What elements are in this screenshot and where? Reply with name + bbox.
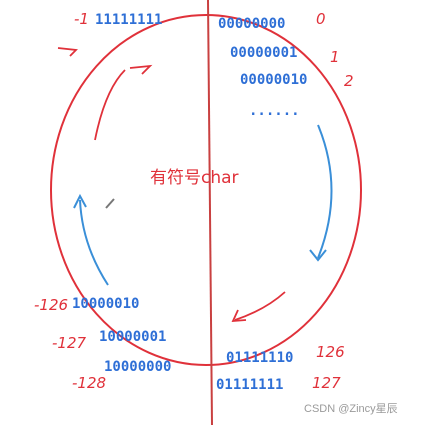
center-label: 有符号char xyxy=(150,168,239,188)
decimal-1: 1 xyxy=(330,48,340,66)
decimal-126: 126 xyxy=(316,343,345,361)
watermark: CSDN @Zincy星辰 xyxy=(304,402,398,415)
red-arrow-top-left-head xyxy=(129,64,153,75)
decimal-minus-128: -128 xyxy=(72,374,106,392)
red-arrow-bottom-head xyxy=(231,309,247,323)
decimal-minus-126: -126 xyxy=(34,296,68,314)
arrow-left-down xyxy=(79,199,109,286)
arrow-right-down xyxy=(317,124,333,259)
decimal-2: 2 xyxy=(344,72,354,90)
red-arrow-bottom xyxy=(234,291,286,321)
decimal-minus-1: -1 xyxy=(74,10,89,28)
binary-one: 00000001 xyxy=(230,45,297,61)
arrow-left-down-head xyxy=(73,193,87,209)
pencil-mark xyxy=(105,198,115,209)
binary-ellipsis: ...... xyxy=(249,103,300,119)
binary-127: 01111111 xyxy=(216,377,283,393)
binary-zero: 00000000 xyxy=(218,16,285,32)
binary-minus-128: 10000000 xyxy=(104,359,171,375)
binary-minus-127: 10000001 xyxy=(99,329,166,345)
binary-minus-126: 10000010 xyxy=(72,296,139,312)
binary-top-left: 11111111 xyxy=(95,12,162,28)
decimal-0: 0 xyxy=(316,10,326,28)
red-arrow-top-left xyxy=(94,69,126,141)
binary-two: 00000010 xyxy=(240,72,307,88)
vertical-divider xyxy=(207,0,213,425)
red-dash-left xyxy=(57,47,78,57)
binary-126: 01111110 xyxy=(226,350,293,366)
decimal-127: 127 xyxy=(312,374,341,392)
value-circle xyxy=(50,14,362,366)
arrow-right-down-head xyxy=(309,249,327,262)
decimal-minus-127: -127 xyxy=(52,334,86,352)
